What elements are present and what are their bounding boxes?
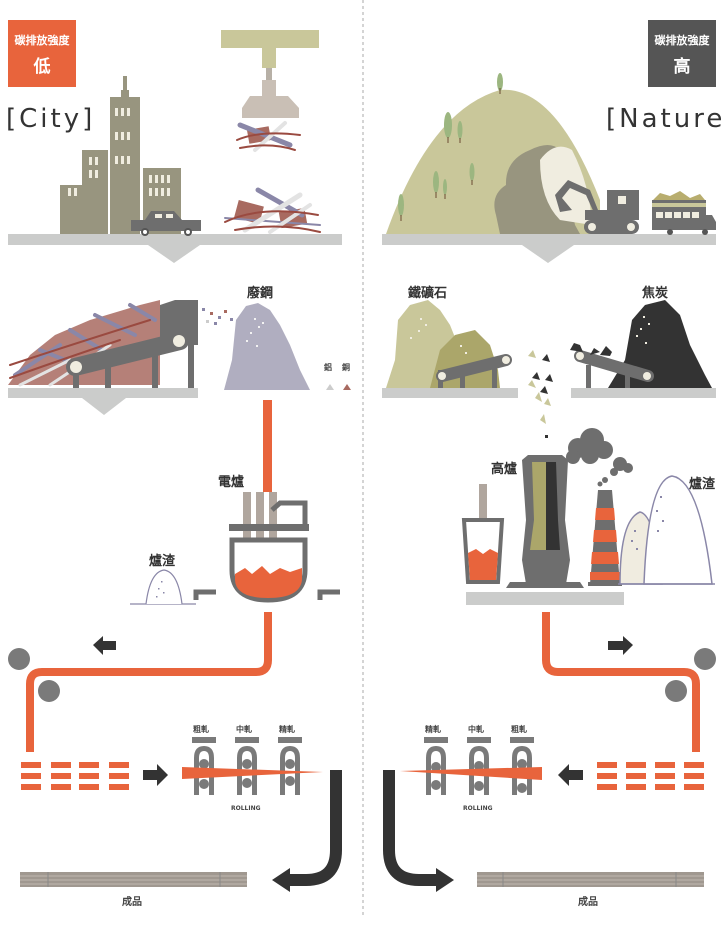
- nature-carbon-badge: 碳排放強度 高: [648, 20, 716, 87]
- left-arrow-icon: [558, 764, 583, 786]
- trees-icon: [398, 73, 503, 221]
- nature-slag-label: 爐渣: [689, 477, 716, 492]
- electric-arc-furnace-icon: [193, 492, 340, 603]
- rolled-strip-right: [400, 767, 542, 780]
- rolling-stage-label: 中軋: [468, 725, 484, 734]
- curved-arrow-left-head: [272, 868, 290, 892]
- city-slag-label: 爐渣: [149, 554, 176, 569]
- city-carbon-badge: 碳排放強度 低: [8, 20, 76, 87]
- right-arrow-icon: [608, 636, 633, 655]
- right-arrow-icon: [143, 764, 168, 786]
- curved-arrow-right-head: [436, 868, 454, 892]
- iron-ore-label: 鐵礦石: [408, 286, 448, 301]
- guide-roller-icon: [8, 648, 30, 670]
- curved-arrow-right: [383, 770, 436, 886]
- scrap-steel-pile-icon: [224, 303, 310, 390]
- rolling-stage-label: 粗軋: [193, 725, 209, 734]
- blast-furnace-label: 高爐: [491, 462, 518, 477]
- nature-ground-coke: [571, 388, 716, 398]
- nature-ground-arrow: [522, 245, 574, 263]
- rolling-label: ROLLING: [463, 805, 493, 812]
- curved-arrow-left: [290, 770, 342, 886]
- city-buildings-icon: [60, 76, 181, 234]
- city-ground-arrow: [148, 245, 200, 263]
- dump-truck-icon: [652, 191, 716, 235]
- city-title: [City]: [6, 104, 96, 134]
- guide-roller-icon: [665, 680, 687, 702]
- nature-product-label: 成品: [578, 897, 598, 908]
- steel-billets-icon: [21, 762, 129, 790]
- chimney-smoke-icon: [566, 428, 633, 487]
- copper-marker-icon: [343, 384, 351, 390]
- pile-sparkles: [246, 318, 264, 347]
- city-ground-top: [8, 234, 342, 245]
- finished-product-icon: [477, 872, 704, 887]
- rolling-mill-stands-icon: [192, 737, 302, 795]
- coke-conveyor-icon: [570, 343, 654, 388]
- badge-label: 碳排放強度: [654, 34, 710, 47]
- rolling-stage-label: 中軋: [236, 725, 252, 734]
- scrap-particles: [202, 308, 239, 328]
- badge-level: 低: [33, 57, 51, 77]
- car-icon: [131, 211, 201, 236]
- nature-title: [Nature]: [606, 104, 726, 134]
- city-flow-to-eaf: [263, 400, 272, 492]
- city-steel-flow-path: [26, 612, 272, 752]
- guide-roller-icon: [694, 648, 716, 670]
- conveyor-belt-icon: [66, 300, 198, 388]
- guide-roller-icon: [38, 680, 60, 702]
- chimney-icon: [588, 490, 622, 586]
- rolled-strip-left: [182, 767, 323, 779]
- coke-label: 焦炭: [642, 286, 669, 301]
- finished-product-icon: [20, 872, 247, 887]
- press-machine-icon: [221, 30, 319, 118]
- blast-furnace-icon: [506, 455, 584, 588]
- rolling-stage-label: 精軋: [425, 725, 441, 734]
- nature-ground-top: [382, 234, 716, 245]
- rolling-label: ROLLING: [231, 805, 261, 812]
- copper-label: 銅: [342, 363, 350, 372]
- ladle-icon: [461, 484, 505, 584]
- nature-steel-flow-path: [542, 612, 700, 752]
- falling-materials: [528, 350, 553, 438]
- rolling-stage-label: 粗軋: [511, 725, 527, 734]
- scrap-steel-label: 廢鋼: [247, 286, 274, 301]
- building-windows: [68, 108, 170, 196]
- eaf-label: 電爐: [218, 475, 245, 490]
- nature-ground-furnace: [466, 592, 624, 605]
- slag-mound-icon: [130, 569, 196, 605]
- badge-label: 碳排放強度: [14, 34, 70, 47]
- city-ground-mid: [8, 388, 198, 398]
- scrap-metal-icon: [224, 121, 321, 234]
- city-product-label: 成品: [122, 897, 142, 908]
- excavator-icon: [555, 180, 639, 234]
- steel-billets-icon: [597, 762, 704, 790]
- slag-mounds-icon: [618, 475, 715, 585]
- city-ground-arrow-2: [82, 398, 126, 415]
- ore-conveyor-icon: [436, 354, 512, 388]
- nature-ground-ore: [382, 388, 518, 398]
- aluminum-marker-icon: [326, 384, 334, 390]
- badge-level: 高: [673, 57, 691, 77]
- aluminum-label: 鋁: [324, 363, 332, 372]
- rolling-mill-stands-icon: [424, 737, 534, 795]
- left-arrow-icon: [93, 636, 116, 655]
- rolling-stage-label: 精軋: [279, 725, 295, 734]
